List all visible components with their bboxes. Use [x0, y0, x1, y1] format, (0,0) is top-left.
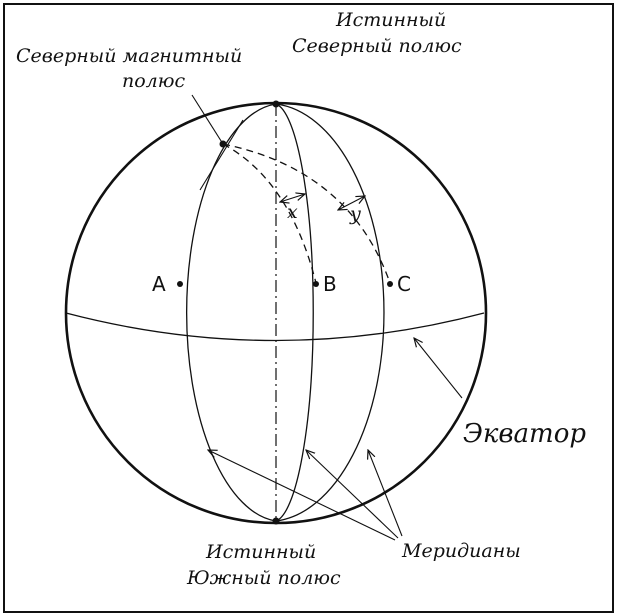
magnetic-north-label-1: Северный магнитный	[16, 45, 242, 67]
point-a-dot	[177, 281, 183, 287]
true-south-label-1: Истинный	[205, 541, 316, 563]
angle-x-label: x	[287, 201, 298, 223]
true-north-label-1: Истинный	[335, 9, 446, 31]
magnetic-line-c	[222, 143, 391, 284]
true-north-pole-dot	[272, 100, 280, 108]
equator-label: Экватор	[463, 419, 586, 449]
meridians-label: Меридианы	[401, 540, 521, 562]
magnetic-north-label-2: полюс	[122, 70, 186, 92]
meridian-pointer-b	[306, 450, 399, 539]
point-b-label: B	[323, 272, 337, 296]
true-south-label-2: Южный полюс	[186, 567, 341, 589]
point-b-dot	[313, 281, 319, 287]
meridian-b	[275, 103, 314, 522]
equator-pointer	[414, 338, 463, 399]
angle-y-arrow	[338, 196, 365, 210]
true-south-pole-dot	[272, 517, 280, 525]
point-a-label: A	[152, 272, 166, 296]
angle-x-arrow	[280, 194, 305, 202]
meridian-pointer-c	[368, 450, 403, 537]
equator-line	[65, 312, 485, 342]
angle-y-label: y	[349, 203, 361, 225]
point-c-dot	[387, 281, 393, 287]
frame-border	[3, 3, 614, 613]
true-north-label-2: Северный полюс	[292, 35, 462, 57]
magnetic-pole-leader-cross	[199, 119, 244, 191]
meridian-c	[275, 103, 385, 522]
meridian-a	[186, 103, 277, 522]
magnetic-pole-leader	[191, 94, 224, 145]
meridian-pointer-a	[208, 450, 396, 541]
point-c-label: C	[397, 272, 411, 296]
